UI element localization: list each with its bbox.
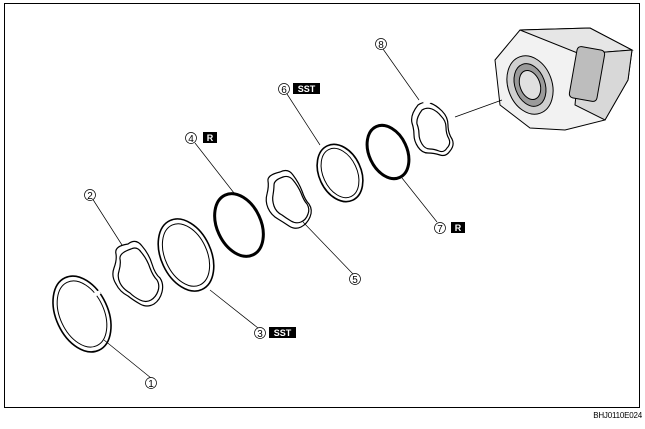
callout-8-number: 8 (378, 40, 384, 51)
callout-8: 8 (375, 38, 387, 51)
callout-4-tag: R (207, 133, 214, 143)
part-2-wave-spring (112, 240, 164, 307)
callout-4-tag-bg (203, 132, 217, 143)
callout-6-tag-bg (293, 83, 320, 94)
callout-3-tag-bg (269, 327, 296, 338)
callout-6-number: 6 (281, 85, 287, 96)
part-5-wave-spring (265, 169, 312, 229)
callout-6-tag: SST (298, 84, 316, 94)
callout-7: 7 R (434, 222, 465, 235)
callout-6: 6 SST (278, 83, 320, 96)
part-7-o-ring (365, 123, 411, 181)
part-4-o-ring (213, 192, 265, 258)
part-8-wave-ring (411, 99, 454, 157)
callout-1-number: 1 (148, 379, 154, 390)
figure-code: BHJ0110E024 (593, 411, 642, 420)
part-6-ring (316, 143, 364, 203)
callout-4-number: 4 (188, 134, 194, 145)
callout-1: 1 (145, 377, 157, 390)
rotor-housing (454, 27, 634, 131)
callout-7-tag-bg (451, 222, 465, 233)
callout-2-number: 2 (87, 191, 93, 202)
callout-3-number: 3 (257, 329, 263, 340)
callout-5: 5 (349, 273, 361, 286)
leader-lines (91, 48, 438, 379)
callout-7-number: 7 (437, 224, 443, 235)
callout-2: 2 (84, 189, 96, 202)
callout-5-number: 5 (352, 275, 358, 286)
part-1-snap-ring (52, 275, 112, 353)
diagram-frame (4, 3, 640, 408)
callout-4: 4 R (185, 132, 217, 145)
callout-3-tag: SST (274, 328, 292, 338)
callout-7-tag: R (455, 223, 462, 233)
part-3-ring (157, 218, 215, 292)
callout-3: 3 SST (254, 327, 296, 340)
